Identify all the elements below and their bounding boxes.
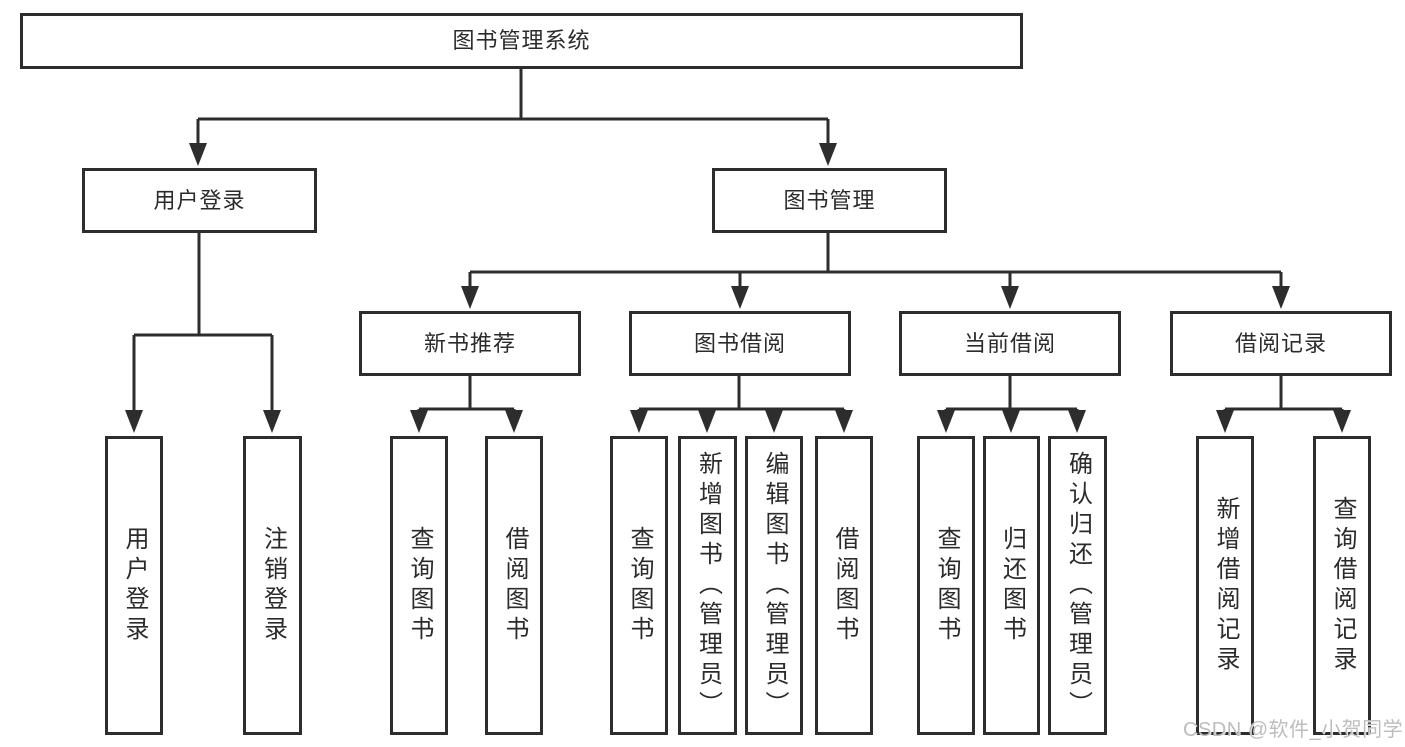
node-book-management-group: 图书管理 [712, 168, 947, 233]
node-book-borrowing-label: 图书借阅 [693, 330, 786, 356]
leaf-borrowing-edit-books-admin: 编辑图书（管理员） [745, 436, 803, 735]
leaf-recommend-borrow-books: 借阅图书 [485, 436, 543, 735]
leaf-borrowing-add-books-admin-label: 新增图书（管理员） [694, 450, 722, 721]
leaf-recommend-query-books-label: 查询图书 [406, 525, 433, 646]
leaf-borrowing-edit-books-admin-label: 编辑图书（管理员） [761, 450, 788, 721]
node-user-login-group: 用户登录 [82, 168, 317, 233]
leaf-current-return-books-label: 归还图书 [998, 525, 1026, 646]
node-root-label: 图书管理系统 [452, 28, 591, 53]
node-user-login-group-label: 用户登录 [153, 187, 246, 213]
leaf-borrowing-borrow-books: 借阅图书 [815, 436, 873, 735]
leaf-current-confirm-return-admin-label: 确认归还（管理员） [1064, 450, 1092, 721]
leaf-current-return-books: 归还图书 [983, 436, 1040, 735]
node-borrowing-records: 借阅记录 [1170, 311, 1392, 376]
leaf-borrowing-query-books: 查询图书 [610, 436, 668, 735]
leaf-borrowing-borrow-books-label: 借阅图书 [831, 525, 858, 646]
node-new-book-recommend-label: 新书推荐 [423, 330, 516, 356]
leaf-recommend-query-books: 查询图书 [390, 436, 448, 735]
leaf-recommend-borrow-books-label: 借阅图书 [501, 525, 528, 646]
leaf-current-confirm-return-admin: 确认归还（管理员） [1048, 436, 1107, 735]
leaf-current-query-books-label: 查询图书 [933, 525, 960, 646]
leaf-user-login: 用户登录 [105, 436, 163, 735]
leaf-user-login-label: 用户登录 [121, 525, 148, 646]
node-current-borrowing: 当前借阅 [899, 311, 1121, 376]
node-book-management-group-label: 图书管理 [783, 187, 876, 213]
leaf-records-add-record: 新增借阅记录 [1196, 436, 1254, 735]
leaf-borrowing-add-books-admin: 新增图书（管理员） [678, 436, 737, 735]
node-book-borrowing: 图书借阅 [629, 311, 851, 376]
leaf-logout-login-label: 注销登录 [259, 525, 287, 646]
leaf-current-query-books: 查询图书 [917, 436, 975, 735]
leaf-records-query-record: 查询借阅记录 [1313, 436, 1371, 735]
node-current-borrowing-label: 当前借阅 [963, 330, 1056, 356]
leaf-records-add-record-label: 新增借阅记录 [1212, 495, 1239, 676]
node-root-system: 图书管理系统 [20, 13, 1023, 69]
leaf-logout-login: 注销登录 [243, 436, 302, 735]
leaf-borrowing-query-books-label: 查询图书 [626, 525, 653, 646]
leaf-records-query-record-label: 查询借阅记录 [1329, 495, 1356, 676]
csdn-watermark: CSDN @软件_小贺同学 [1183, 719, 1404, 741]
node-new-book-recommend: 新书推荐 [359, 311, 581, 376]
node-borrowing-records-label: 借阅记录 [1234, 330, 1327, 356]
